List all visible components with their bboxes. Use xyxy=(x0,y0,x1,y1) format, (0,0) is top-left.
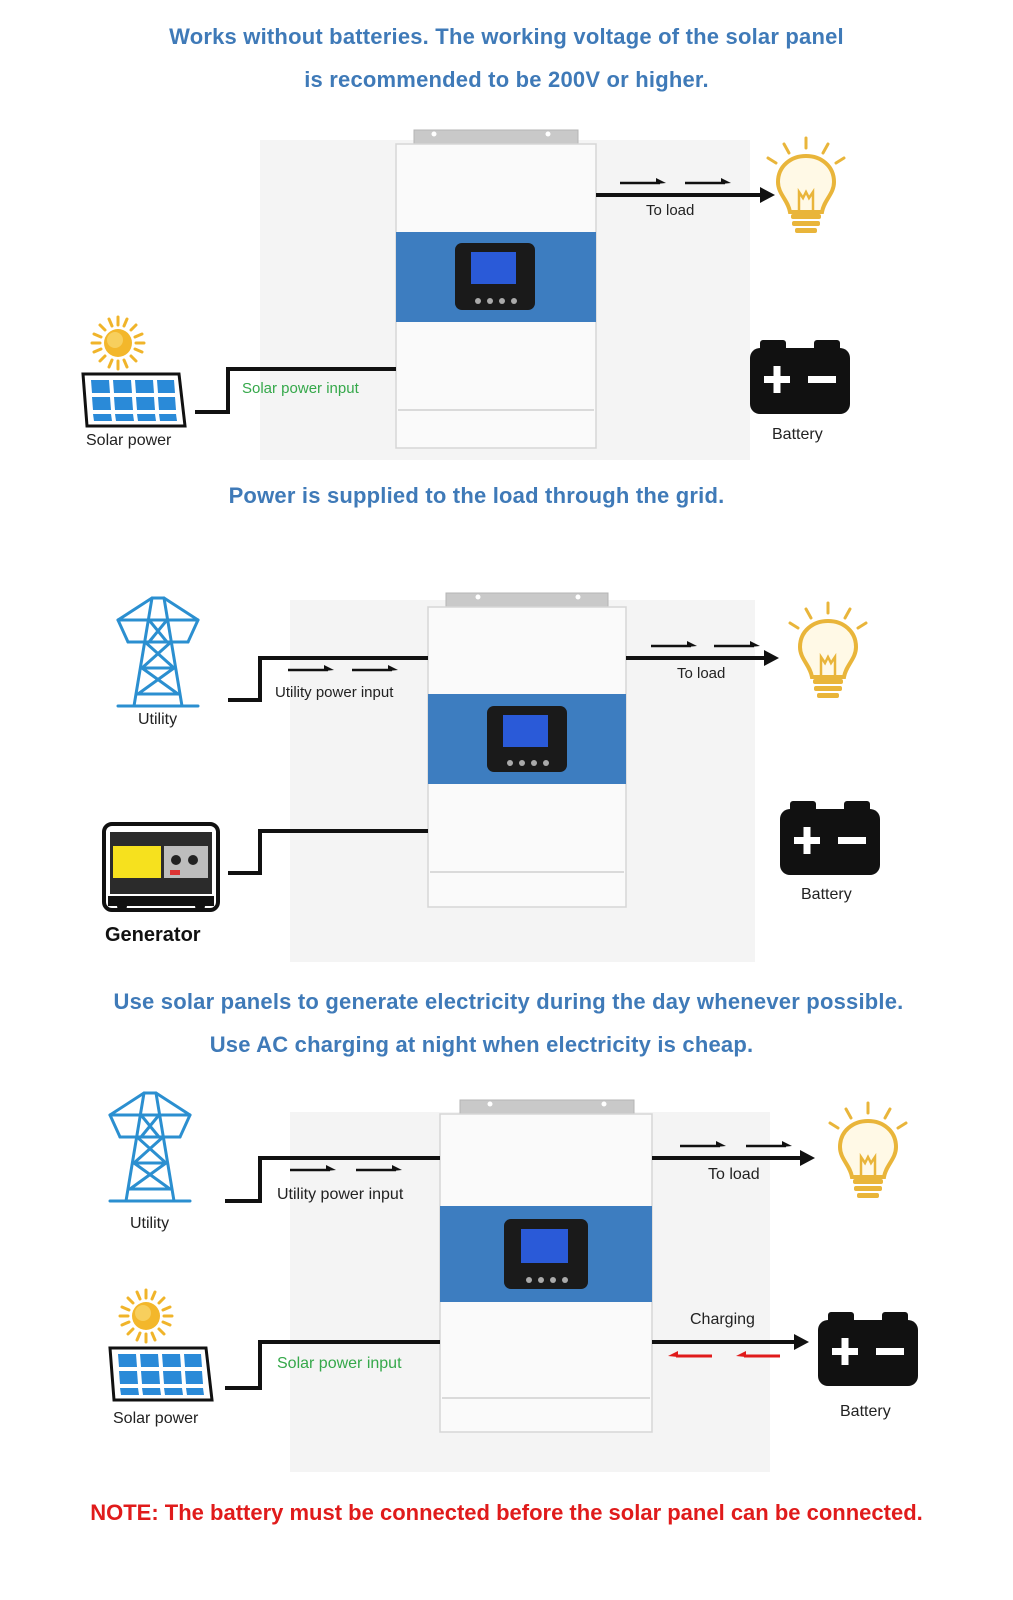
battery-icon xyxy=(780,801,880,875)
battery-label-3: Battery xyxy=(840,1403,891,1420)
utility-input-label-3: Utility power input xyxy=(277,1186,404,1203)
battery-icon xyxy=(750,340,850,414)
solar-power-label-1: Solar power xyxy=(86,432,172,449)
charging-arrowhead-3 xyxy=(794,1334,809,1350)
generator-line-2 xyxy=(228,829,428,875)
note-text: The battery must be connected before the… xyxy=(158,1500,923,1525)
solar-power-label-3: Solar power xyxy=(113,1410,199,1427)
inverter-device-2 xyxy=(427,592,627,908)
section2-heading: Power is supplied to the load through th… xyxy=(228,483,725,508)
utility-tower-icon xyxy=(116,596,200,708)
utility-label-3: Utility xyxy=(130,1215,170,1232)
inverter-device-1 xyxy=(395,129,597,449)
utility-tower-icon xyxy=(108,1091,192,1203)
solar-input-label-1: Solar power input xyxy=(242,380,359,397)
sun-icon xyxy=(90,315,146,371)
battery-label-1: Battery xyxy=(772,426,823,443)
sun-icon xyxy=(118,1288,174,1344)
utility-line-2 xyxy=(228,656,428,702)
bulb-icon xyxy=(828,1101,908,1200)
utility-input-label-2: Utility power input xyxy=(275,684,394,701)
section3-heading-line1: Use solar panels to generate electricity… xyxy=(113,989,904,1014)
solar-line-3 xyxy=(225,1340,440,1390)
bulb-icon xyxy=(788,601,868,700)
battery-icon xyxy=(818,1312,918,1386)
warning-note: NOTE: The battery must be connected befo… xyxy=(0,1500,1013,1526)
solar-line-1 xyxy=(195,367,396,414)
section1-heading-line2: is recommended to be 200V or higher. xyxy=(304,67,709,92)
section1-heading-line1: Works without batteries. The working vol… xyxy=(169,24,844,49)
section3-heading-line2: Use AC charging at night when electricit… xyxy=(209,1032,754,1057)
to-load-label-1: To load xyxy=(646,202,695,219)
utility-label-2: Utility xyxy=(138,711,178,728)
to-load-label-3: To load xyxy=(708,1166,760,1183)
solar-panel-icon xyxy=(108,1346,214,1402)
solar-panel-icon xyxy=(81,372,187,428)
generator-label: Generator xyxy=(105,924,201,946)
solar-input-label-3: Solar power input xyxy=(277,1355,402,1372)
note-prefix: NOTE: xyxy=(90,1500,159,1525)
utility-line-3 xyxy=(225,1156,440,1203)
generator-icon xyxy=(102,822,220,912)
charging-label: Charging xyxy=(690,1311,755,1328)
load-arrowhead-1 xyxy=(760,187,775,203)
load-arrowhead-2 xyxy=(764,650,779,666)
inverter-device-3 xyxy=(439,1099,653,1433)
bulb-icon xyxy=(766,136,846,235)
battery-label-2: Battery xyxy=(801,886,852,903)
to-load-label-2: To load xyxy=(677,665,726,682)
load-arrowhead-3 xyxy=(800,1150,815,1166)
